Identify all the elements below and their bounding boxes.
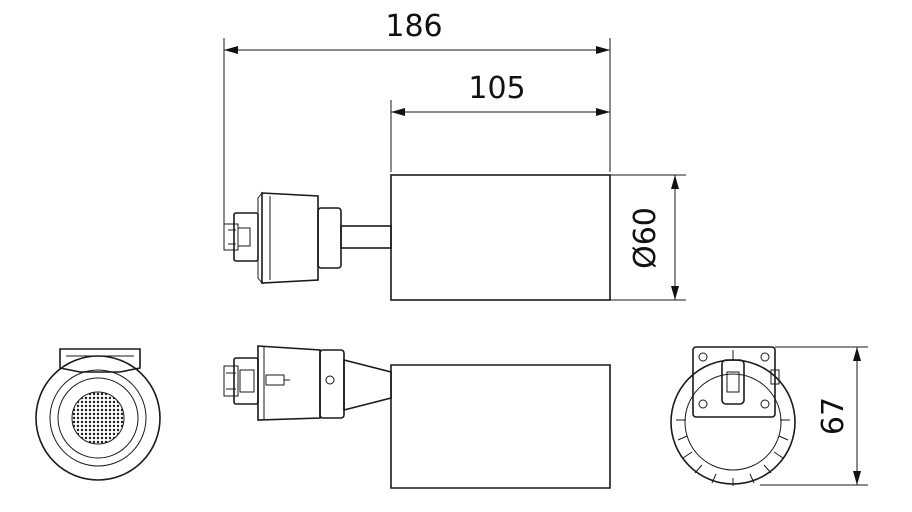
lamp-outer-ring [35, 355, 161, 481]
plate-screw-bottom-right [760, 399, 770, 409]
lamp-inner-ring [49, 369, 147, 467]
body-cylinder-top [390, 174, 611, 301]
heatsink-outer [670, 359, 796, 485]
heatsink-inner [684, 373, 782, 471]
dimension-height: 67 [760, 346, 868, 486]
top-view [223, 174, 611, 301]
joint-block-top [317, 207, 342, 269]
adapter-housing-side [257, 345, 321, 421]
front-view [35, 348, 161, 481]
honeycomb-lens [71, 391, 125, 445]
neck-top [340, 225, 392, 249]
connector-side [233, 357, 259, 405]
mounting-plate [692, 346, 776, 418]
body-cylinder-side [390, 364, 611, 489]
dimension-label-67: 67 [816, 397, 851, 435]
dimension-overall-length: 186 [223, 9, 611, 228]
dimension-label-diameter: Ø60 [628, 207, 663, 269]
adapter-block-front [59, 348, 141, 373]
heatsink-fins [676, 419, 790, 486]
plate-screw-top-right [760, 352, 770, 362]
dimension-label-105: 105 [468, 71, 525, 106]
arm-side [343, 358, 392, 412]
connector-top [233, 212, 259, 262]
plate-screw-top-left [698, 352, 708, 362]
dimension-body-length: 105 [390, 71, 611, 172]
dimension-diameter: Ø60 [610, 174, 686, 301]
joint-screw [325, 375, 335, 385]
side-view [223, 345, 611, 489]
rear-connector [721, 359, 745, 405]
rear-view [670, 346, 796, 486]
dimension-label-186: 186 [385, 9, 442, 44]
plate-screw-bottom-left [698, 399, 708, 409]
